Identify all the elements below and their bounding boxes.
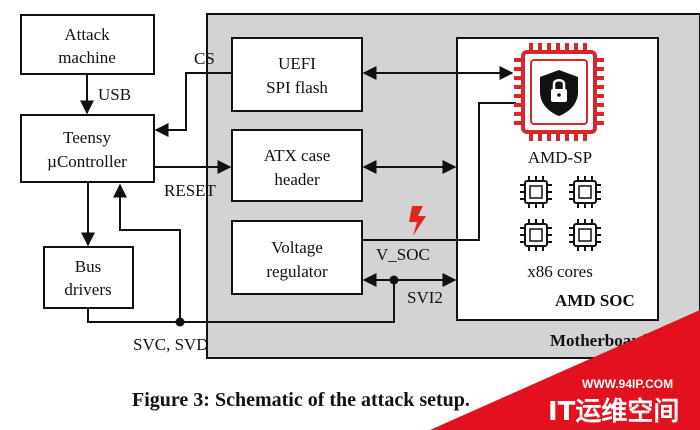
cpu-chip-icon — [569, 176, 601, 208]
watermark-overlay: WWW.94IP.COM IT运维空间 — [430, 310, 700, 430]
usb-connection: USB — [80, 74, 131, 115]
cpu-chip-icon — [569, 219, 601, 251]
bus-drivers-label-line1: Bus — [75, 257, 101, 276]
amd-sp-label: AMD-SP — [528, 148, 592, 167]
cs-label: CS — [194, 49, 215, 68]
voltage-regulator-label-line1: Voltage — [271, 238, 323, 257]
svc-svd-label: SVC, SVD — [133, 335, 209, 354]
uefi-label-line2: SPI flash — [266, 78, 328, 97]
voltage-regulator-box: Voltage regulator — [231, 220, 363, 295]
attack-machine-box: Attack machine — [20, 14, 155, 75]
bus-drivers-box: Bus drivers — [43, 246, 134, 309]
watermark-url: WWW.94IP.COM — [582, 377, 673, 391]
atx-label-line1: ATX case — [264, 146, 331, 165]
figure-caption: Figure 3: Schematic of the attack setup. — [132, 389, 470, 411]
svi2-junction-dot — [389, 275, 399, 285]
cpu-chip-icon — [520, 219, 552, 251]
v-soc-connection: V_SOC — [362, 102, 516, 264]
svi2-connection: SVI2 — [362, 273, 457, 307]
voltage-regulator-label-line2: regulator — [266, 262, 328, 281]
reset-label: RESET — [164, 181, 217, 200]
teensy-label-line2: µController — [47, 152, 127, 171]
x86-cores-label: x86 cores — [527, 262, 593, 281]
v-soc-label: V_SOC — [376, 245, 430, 264]
amd-soc-label: AMD SOC — [555, 291, 635, 310]
usb-label: USB — [98, 85, 131, 104]
shield-lock-chip-icon — [514, 43, 604, 141]
lightning-bolt-icon — [409, 206, 426, 236]
atx-case-header-box: ATX case header — [231, 129, 363, 202]
attack-machine-label-line2: machine — [58, 48, 116, 67]
atx-label-line2: header — [274, 170, 320, 189]
teensy-box: Teensy µController — [20, 114, 155, 183]
teensy-label-line1: Teensy — [63, 128, 111, 147]
attack-machine-label-line1: Attack — [64, 25, 110, 44]
svc-svd-bus: SVC, SVD — [87, 183, 395, 354]
uefi-label-line1: UEFI — [278, 54, 316, 73]
svi2-label: SVI2 — [407, 288, 443, 307]
watermark-name: IT运维空间 — [548, 396, 679, 427]
cs-connection: CS — [154, 49, 232, 137]
x86-cores-group: x86 cores — [520, 176, 601, 281]
bus-drivers-label-line2: drivers — [64, 280, 111, 299]
svc-junction-dot — [175, 317, 185, 327]
uefi-spi-flash-box: UEFI SPI flash — [231, 37, 363, 112]
cpu-chip-icon — [520, 176, 552, 208]
reset-connection: RESET — [154, 160, 232, 200]
